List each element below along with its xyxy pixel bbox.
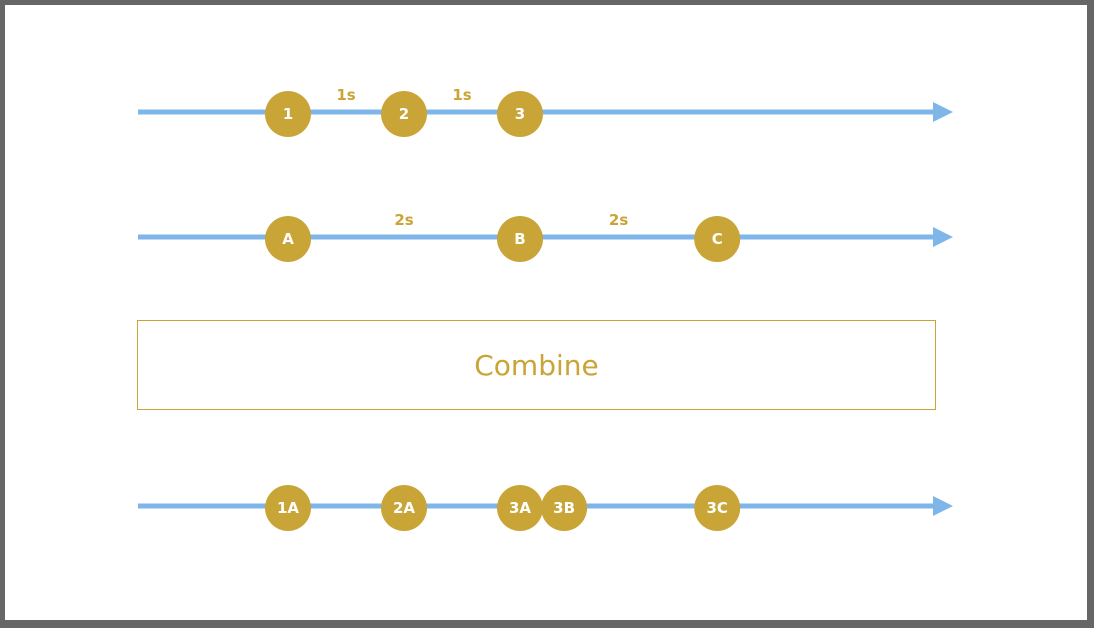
combined-stream-marble-label: 2A: [393, 499, 415, 517]
combined-stream-marble-label: 3C: [706, 499, 727, 517]
numbers-stream-marble: [265, 91, 311, 137]
letters-stream-marble-label: B: [514, 230, 525, 248]
combined-stream-marble: [381, 485, 427, 531]
combined-stream-marble: [694, 485, 741, 531]
letters-stream-marble: [265, 216, 311, 262]
combined-stream-arrow: [933, 496, 953, 516]
operator-label: Combine: [474, 348, 599, 382]
letters-stream-marble: [497, 216, 543, 262]
numbers-stream-interval-label: 1s: [336, 86, 355, 104]
numbers-stream-arrow: [933, 102, 953, 122]
numbers-stream-marble-label: 2: [399, 105, 409, 123]
combined-stream-marble: [265, 485, 311, 531]
numbers-stream-marble-label: 1: [283, 105, 293, 123]
numbers-stream-marble: [381, 91, 427, 137]
combined-stream-marble: [497, 485, 543, 531]
combined-stream-marble-label: 3A: [509, 499, 531, 517]
letters-stream-marble-label: A: [282, 230, 294, 248]
letters-stream-interval-label: 2s: [394, 211, 413, 229]
marble-diagram: 1s 1s 1 2 3 2s 2sA B C 1A 2A 3A 3B 3C: [138, 86, 953, 531]
combined-stream-marble-label: 3B: [553, 499, 575, 517]
numbers-stream-interval-label: 1s: [452, 86, 471, 104]
letters-stream-marble: [694, 216, 741, 262]
letters-stream-arrow: [933, 227, 953, 247]
combined-stream-marble-label: 1A: [277, 499, 299, 517]
letters-stream-interval-label: 2s: [609, 211, 628, 229]
numbers-stream-marble: [497, 91, 543, 137]
combined-stream-marble: [541, 485, 588, 531]
letters-stream-marble-label: C: [712, 230, 723, 248]
combine-operator-box: Combine: [137, 320, 936, 410]
numbers-stream-marble-label: 3: [515, 105, 525, 123]
